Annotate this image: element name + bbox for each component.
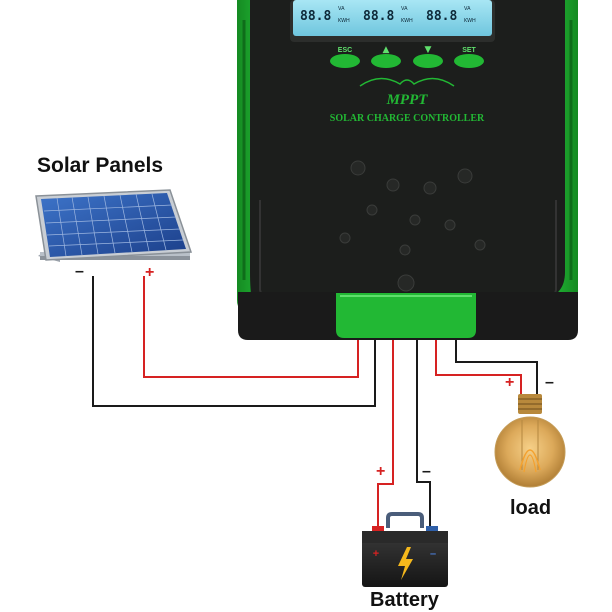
solar-negative-wire <box>92 276 376 407</box>
battery-body-positive: + <box>373 548 379 560</box>
terminal-cover <box>336 293 476 338</box>
controller-face <box>250 0 565 305</box>
face-texture <box>339 160 486 292</box>
light-bulb: + – <box>494 374 566 488</box>
ornament <box>359 77 455 87</box>
battery-body-negative: – <box>430 548 436 560</box>
controller-name: MPPT <box>386 92 429 108</box>
battery-negative-terminal <box>426 526 438 532</box>
battery-negative-sign: – <box>422 463 431 480</box>
battery-positive-sign: + <box>376 463 385 480</box>
down-button[interactable] <box>413 54 443 68</box>
battery-negative-wire <box>416 340 431 528</box>
battery: + – + – <box>362 463 448 587</box>
set-button-label: SET <box>462 47 476 54</box>
load-label: load <box>510 497 552 519</box>
esc-button[interactable] <box>330 54 360 68</box>
lcd-readout-3: 88.8 <box>426 9 457 24</box>
lcd-unit-top-1: VA <box>338 6 345 12</box>
bulb-glass <box>494 416 566 488</box>
battery-positive-wire <box>377 340 394 528</box>
esc-button-label: ESC <box>338 47 352 54</box>
lcd-unit-bottom-2: KWH <box>401 18 413 24</box>
load-negative-sign: – <box>545 374 554 391</box>
solar-positive-sign: + <box>145 264 154 281</box>
load-positive-sign: + <box>505 374 514 391</box>
solar-panel-cells <box>41 193 186 257</box>
set-button[interactable] <box>454 54 484 68</box>
lcd-unit-bottom-1: KWH <box>338 18 350 24</box>
lcd-readout-2: 88.8 <box>363 9 394 24</box>
battery-handle <box>386 512 424 528</box>
load-negative-wire <box>455 340 538 395</box>
lcd-readout-1: 88.8 <box>300 9 331 24</box>
lcd-unit-bottom-3: KWH <box>464 18 476 24</box>
button-row: ESC ▲ ▼ SET <box>330 45 484 68</box>
wires <box>92 276 538 528</box>
solar-negative-sign: – <box>75 263 84 280</box>
battery-positive-terminal <box>372 526 384 532</box>
controller-subtitle: SOLAR CHARGE CONTROLLER <box>330 113 485 124</box>
load-positive-wire <box>435 340 522 395</box>
lcd-unit-top-2: VA <box>401 6 408 12</box>
up-button[interactable] <box>371 54 401 68</box>
lcd-screen <box>293 0 492 36</box>
lightning-bolt-icon <box>398 547 413 580</box>
solar-positive-wire <box>143 276 359 378</box>
down-button-label: ▼ <box>425 45 432 55</box>
lcd-unit-top-3: VA <box>464 6 471 12</box>
battery-label: Battery <box>370 589 439 611</box>
solar-panels-label: Solar Panels <box>37 154 164 177</box>
up-button-label: ▲ <box>383 45 390 55</box>
solar-panel: – + <box>35 189 193 281</box>
charge-controller: ESC ▲ ▼ SET MPPT SOLAR CHARGE CONTROLLER <box>237 0 578 340</box>
